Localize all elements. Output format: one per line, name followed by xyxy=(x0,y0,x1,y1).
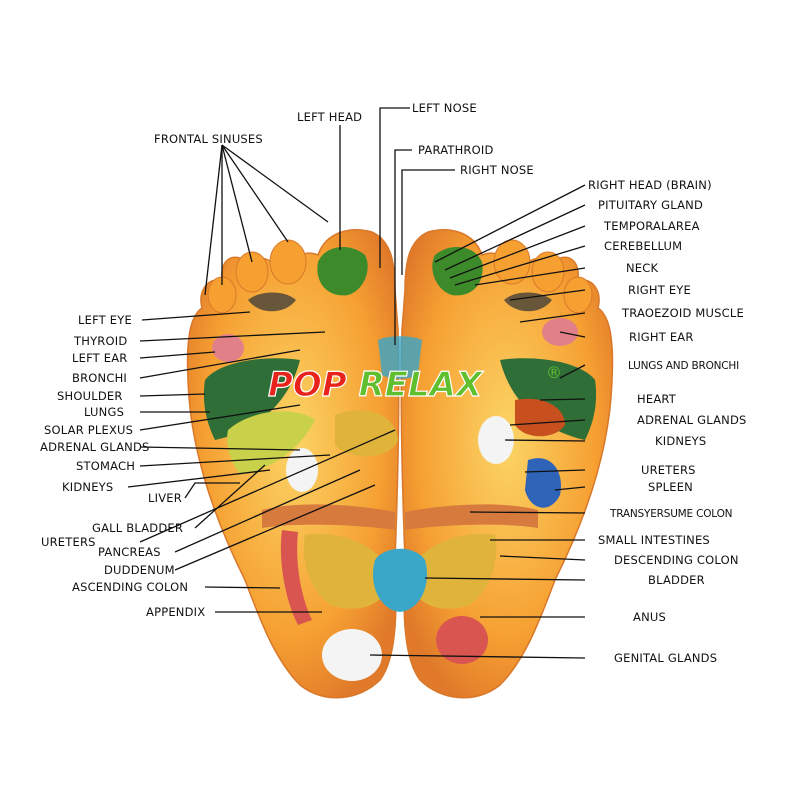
label-ascending-colon: ASCENDING COLON xyxy=(72,580,188,594)
label-traoezoid: TRAOEZOID MUSCLE xyxy=(621,306,744,320)
label-small-intestines: SMALL INTESTINES xyxy=(598,533,710,547)
label-gall-bladder: GALL BLADDER xyxy=(92,521,183,535)
right-heart-area xyxy=(515,398,565,437)
brand-text: POP RELAX xyxy=(268,365,484,405)
label-adrenal-right: ADRENAL GLANDS xyxy=(637,413,747,427)
label-parathroid: PARATHROID xyxy=(418,143,494,157)
bladder-area xyxy=(372,548,428,612)
label-right-ear: RIGHT EAR xyxy=(629,330,694,344)
left-toe-3 xyxy=(235,251,269,293)
right-eye-area xyxy=(504,292,552,312)
left-intestine-area xyxy=(303,534,392,609)
label-right-eye: RIGHT EYE xyxy=(628,283,691,297)
label-neck: NECK xyxy=(626,261,658,275)
left-colon-area xyxy=(262,504,395,530)
label-bladder: BLADDER xyxy=(648,573,705,587)
left-foot xyxy=(186,229,400,699)
label-genital: GENITAL GLANDS xyxy=(614,651,717,665)
left-kidney-area xyxy=(286,448,318,492)
label-transverse-colon: TRANSYERSUME COLON xyxy=(609,508,732,520)
solar-plexus-area xyxy=(378,336,422,379)
left-genital-area xyxy=(322,629,382,681)
label-heart: HEART xyxy=(637,392,677,406)
left-lung-area xyxy=(203,358,300,440)
label-stomach: STOMACH xyxy=(76,459,135,473)
label-bronchi: BRONCHI xyxy=(72,371,127,385)
label-ureters-right: URETERS xyxy=(641,463,696,477)
left-ear-area xyxy=(212,334,244,362)
right-toe-3 xyxy=(531,251,565,293)
label-anus: ANUS xyxy=(633,610,666,624)
right-lung-area xyxy=(500,358,597,440)
left-brain-area xyxy=(317,246,368,296)
label-left-ear: LEFT EAR xyxy=(72,351,128,365)
leader-lines xyxy=(127,107,586,659)
label-spleen: SPLEEN xyxy=(648,480,693,494)
label-kidneys-right: KIDNEYS xyxy=(655,434,706,448)
right-intestine-area xyxy=(408,534,497,609)
right-anus-area xyxy=(436,616,488,664)
label-ureters-left: URETERS xyxy=(41,535,96,549)
left-stomach-area xyxy=(335,410,398,457)
label-frontal-sinuses: FRONTAL SINUSES xyxy=(154,132,263,146)
label-pituitary: PITUITARY GLAND xyxy=(598,198,703,212)
label-adrenal-left: ADRENAL GLANDS xyxy=(40,440,150,454)
brand-word-pop: POP xyxy=(268,365,359,405)
left-toe-2 xyxy=(269,239,307,285)
label-appendix: APPENDIX xyxy=(146,605,205,619)
left-ascending-colon xyxy=(280,530,312,625)
left-eye-area xyxy=(248,292,296,312)
label-left-eye: LEFT EYE xyxy=(78,313,132,327)
brand-word-relax: RELAX xyxy=(359,365,484,405)
label-temporal: TEMPORALAREA xyxy=(603,219,700,233)
label-thyroid: THYROID xyxy=(73,334,127,348)
brand-wordmark: POP RELAX ® xyxy=(267,363,562,406)
right-toe-4 xyxy=(563,276,593,314)
label-right-head: RIGHT HEAD (BRAIN) xyxy=(588,178,712,192)
label-lungs: LUNGS xyxy=(84,405,124,419)
label-right-nose: RIGHT NOSE xyxy=(460,163,534,177)
labels: FRONTAL SINUSES LEFT HEAD LEFT NOSE PARA… xyxy=(40,101,747,665)
label-solar-plexus: SOLAR PLEXUS xyxy=(44,423,133,437)
right-foot xyxy=(400,229,614,699)
label-liver: LIVER xyxy=(148,491,182,505)
label-cerebellum: CEREBELLUM xyxy=(604,239,682,253)
label-lungs-bronchi: LUNGS AND BRONCHI xyxy=(628,360,739,372)
label-descending-colon: DESCENDING COLON xyxy=(614,553,739,567)
brand-registered-mark: ® xyxy=(546,363,562,382)
label-left-nose: LEFT NOSE xyxy=(412,101,477,115)
label-pancreas: PANCREAS xyxy=(98,545,161,559)
right-kidney-area xyxy=(478,416,514,464)
label-left-head: LEFT HEAD xyxy=(297,110,362,124)
label-shoulder: SHOULDER xyxy=(57,389,123,403)
label-duodenum: DUDDENUM xyxy=(104,563,175,577)
right-colon-area xyxy=(405,504,538,530)
label-kidneys-left: KIDNEYS xyxy=(62,480,113,494)
